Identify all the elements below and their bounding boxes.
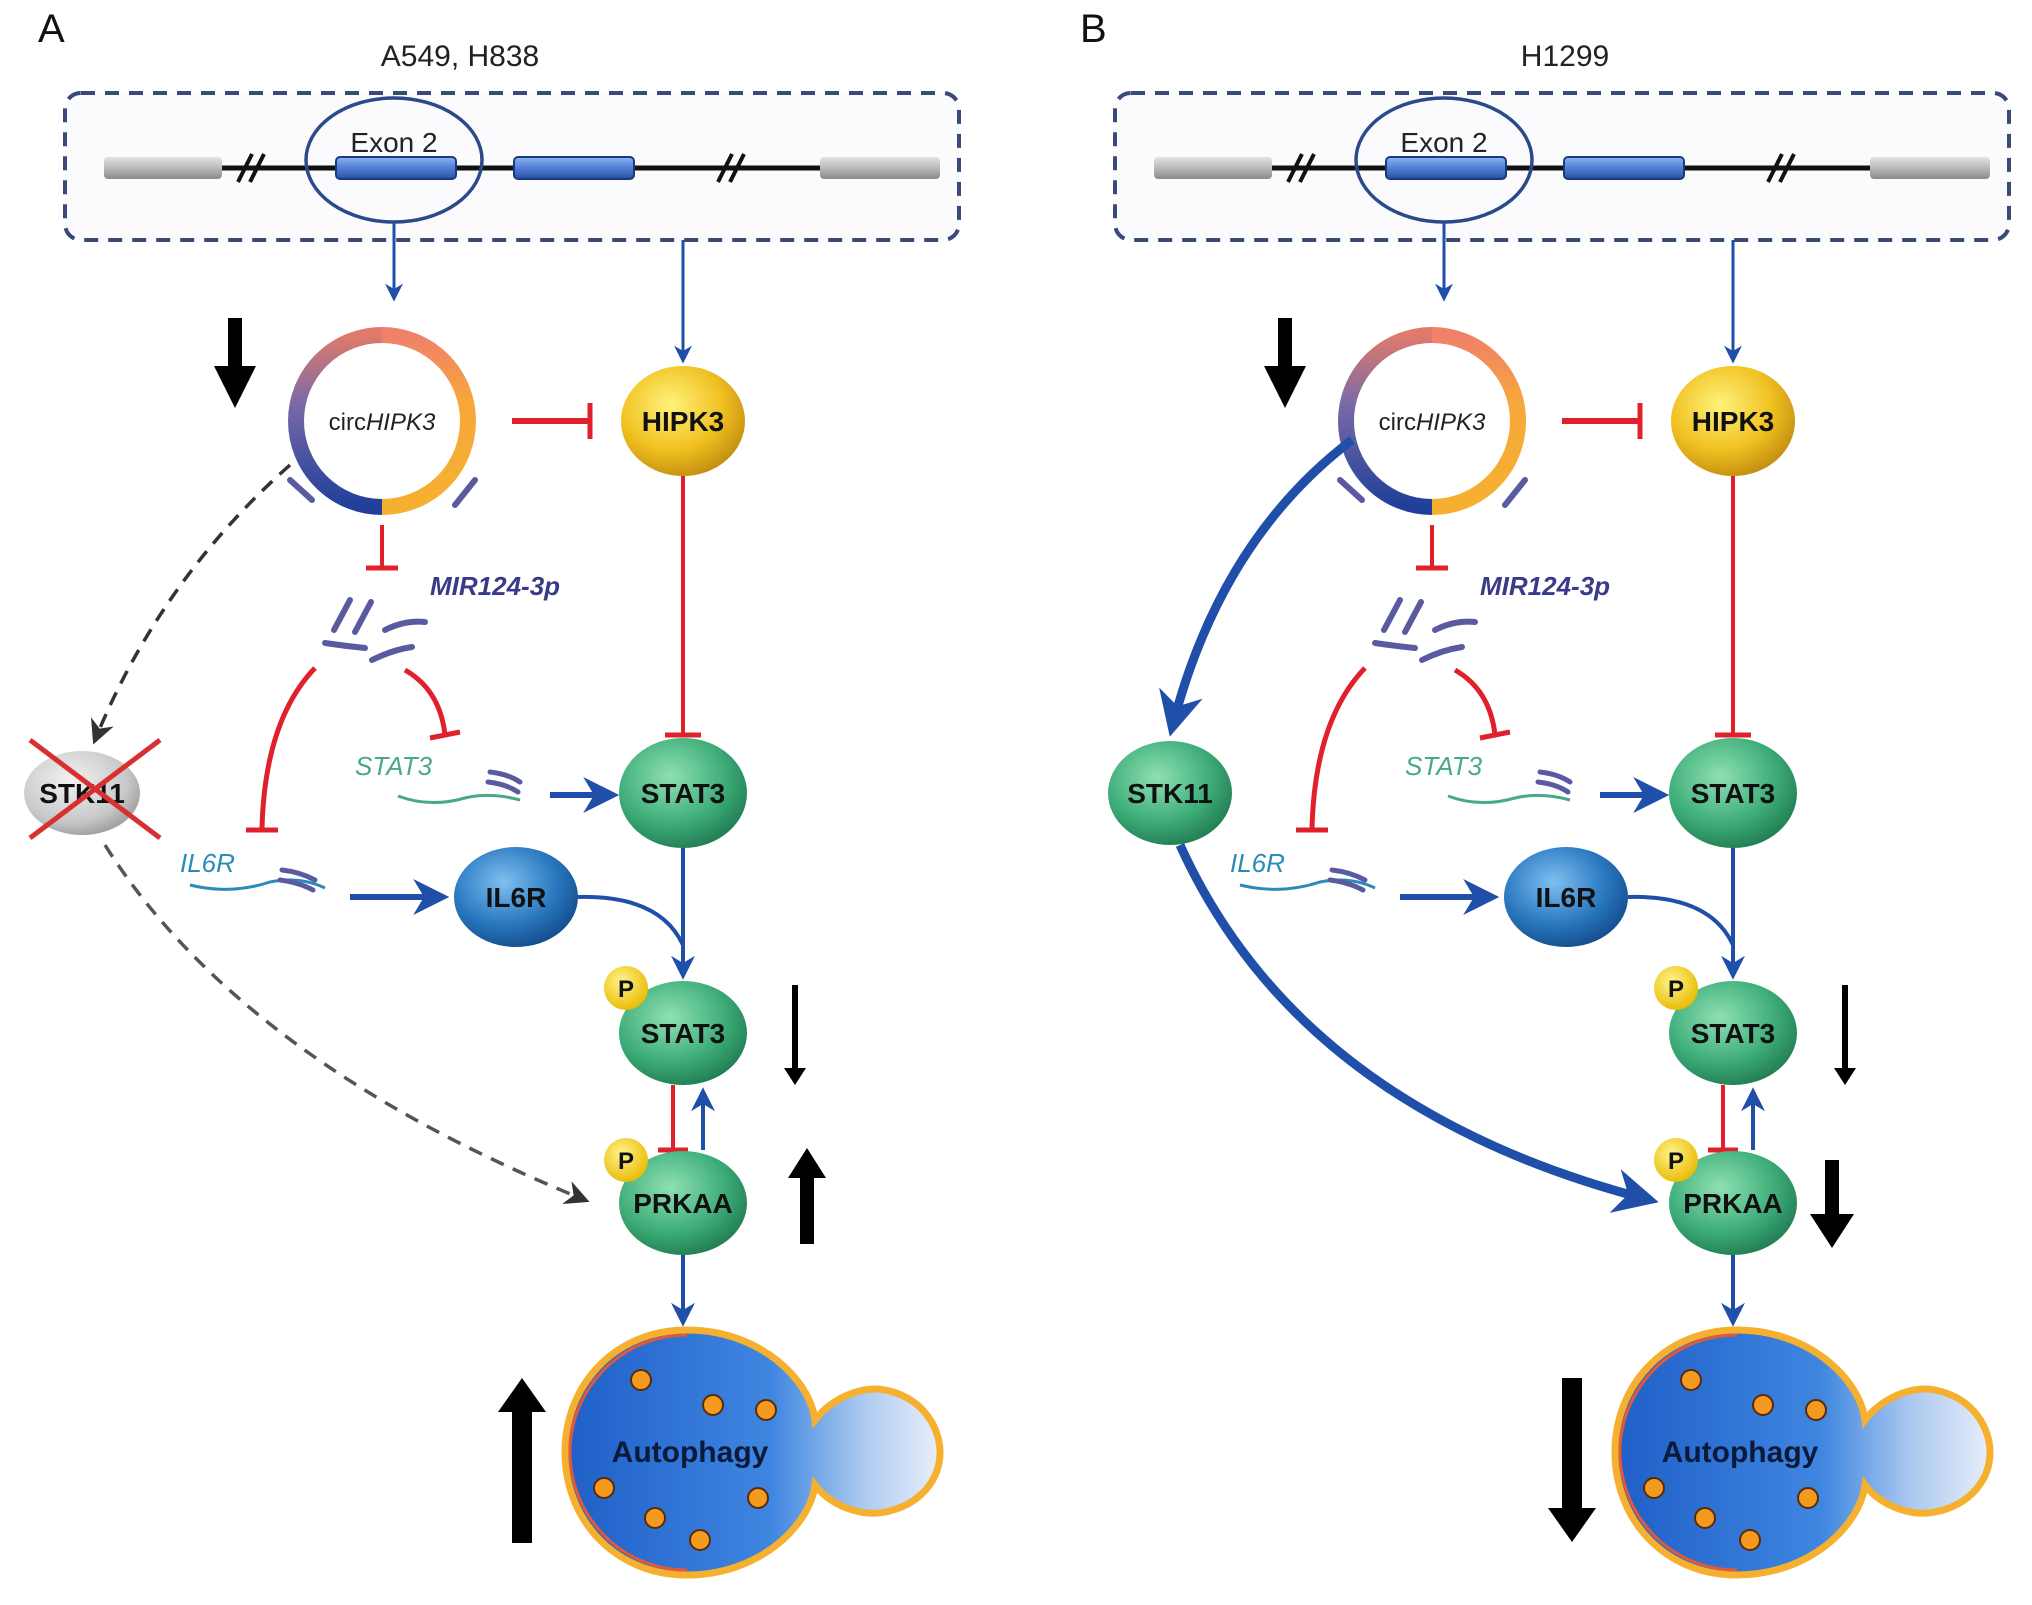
arrow-stk11-to-prkaa <box>1175 843 1659 1213</box>
circhipk3-label: circHIPK3 <box>329 409 436 436</box>
panel-a: A A549, H838 Exon 2 circHIPK3 HIPK3 MIR1… <box>24 7 959 1575</box>
mir124-label: MIR124-3p <box>1480 571 1610 601</box>
dashed-arrow-stk11-to-prkaa <box>103 844 590 1204</box>
circhipk3-label: circHIPK3 <box>1379 409 1486 436</box>
trend-down-arrow-icon <box>214 318 256 408</box>
prkaa-node: PRKAA <box>1683 1188 1783 1219</box>
il6r-node: IL6R <box>486 882 547 913</box>
stat3-node: STAT3 <box>1691 778 1776 809</box>
phospho-prkaa-badge: P <box>1668 1148 1684 1175</box>
trend-down-arrow-prkaa-icon <box>1810 1160 1854 1248</box>
trend-down-arrow-icon <box>1264 318 1306 408</box>
prkaa-node: PRKAA <box>633 1188 733 1219</box>
p-stat3-node: STAT3 <box>641 1018 726 1049</box>
exon-2-label: Exon 2 <box>1400 127 1487 158</box>
il6r-mrna-label: IL6R <box>180 848 235 878</box>
phospho-stat3-badge: P <box>618 976 634 1003</box>
phospho-stat3-badge: P <box>1668 976 1684 1003</box>
panel-a-body <box>65 93 959 1575</box>
arrow-circ-to-stk11 <box>1159 436 1355 737</box>
panel-b: B H1299 Exon 2 circHIPK3 HIPK3 MIR124-3p… <box>1080 7 2009 1575</box>
trend-down-arrow-large-icon <box>1548 1378 1596 1542</box>
trend-up-arrow-icon <box>788 1148 826 1244</box>
trend-up-arrow-large-icon <box>498 1378 546 1543</box>
il6r-node: IL6R <box>1536 882 1597 913</box>
stat3-mrna-label: STAT3 <box>1405 751 1483 781</box>
stk11-node-deleted <box>24 751 140 835</box>
stk11-node-active <box>1108 741 1232 845</box>
stat3-node: STAT3 <box>641 778 726 809</box>
mir124-label: MIR124-3p <box>430 571 560 601</box>
stat3-mrna-label: STAT3 <box>355 751 433 781</box>
autophagy-label: Autophagy <box>1662 1436 1819 1469</box>
panel-a-title: A549, H838 <box>381 40 539 73</box>
exon-2-label: Exon 2 <box>350 127 437 158</box>
deleted-cross-icon <box>28 738 162 840</box>
trend-down-arrow-small-icon <box>784 985 806 1085</box>
autophagy-label: Autophagy <box>612 1436 769 1469</box>
panel-a-letter: A <box>38 7 65 51</box>
hipk3-node: HIPK3 <box>642 406 724 437</box>
hipk3-node: HIPK3 <box>1692 406 1774 437</box>
trend-down-arrow-small-icon <box>1834 985 1856 1085</box>
dashed-arrow-circ-to-stk11 <box>91 463 292 745</box>
p-stat3-node: STAT3 <box>1691 1018 1776 1049</box>
panel-b-title: H1299 <box>1521 40 1609 73</box>
panel-b-body <box>1115 93 2009 1575</box>
phospho-prkaa-badge: P <box>618 1148 634 1175</box>
stk11-label: STK11 <box>1127 778 1213 809</box>
il6r-mrna-label: IL6R <box>1230 848 1285 878</box>
panel-b-letter: B <box>1080 7 1107 51</box>
